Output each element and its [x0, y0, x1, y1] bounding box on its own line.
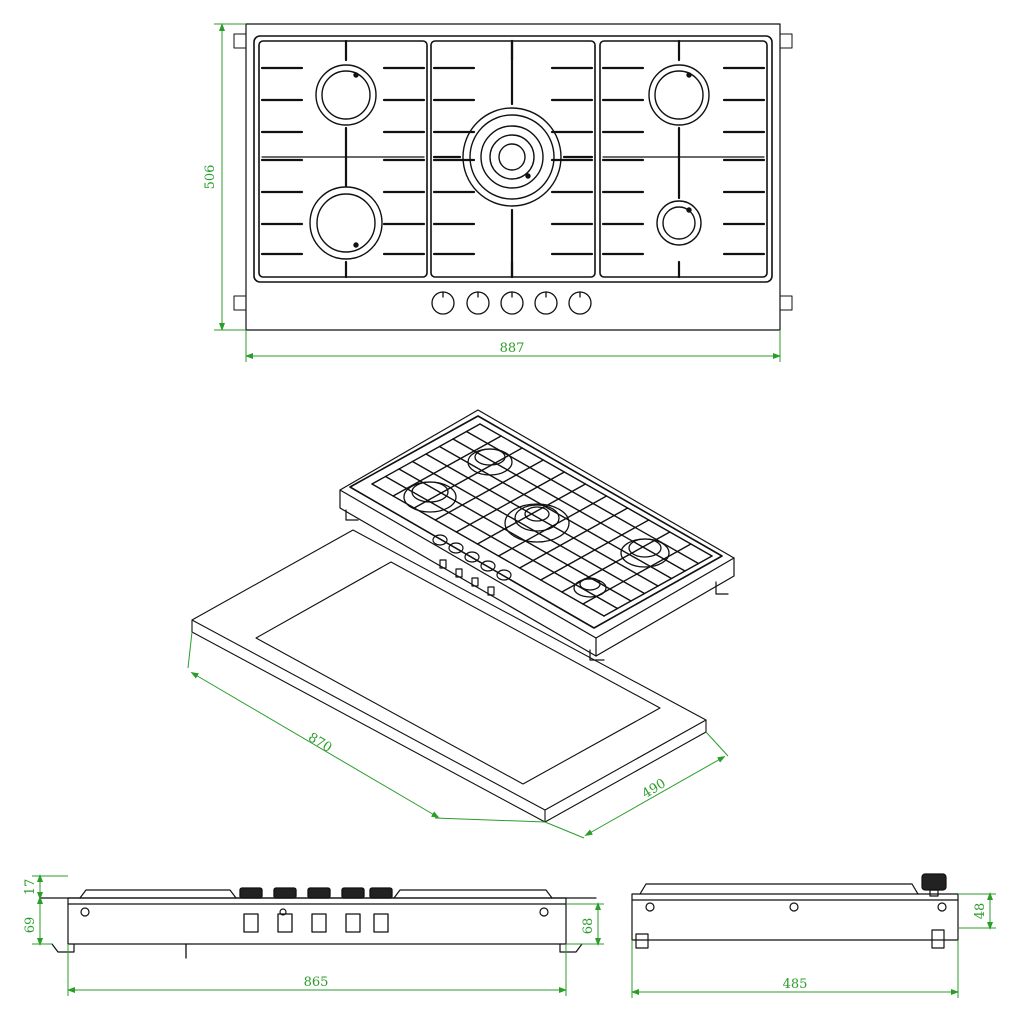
- label-width-887: 887: [500, 341, 525, 356]
- isometric-view: 870 490: [187, 409, 735, 839]
- dimension-cutout-depth: 490: [544, 731, 729, 839]
- side-body: [631, 873, 959, 949]
- iso-grate-bar: [540, 519, 650, 581]
- burner-front-right: [656, 200, 702, 246]
- iso-grate-bar: [452, 438, 686, 572]
- label-cutout-490: 490: [640, 776, 669, 802]
- grate-bars: [260, 39, 766, 279]
- label-front-69: 69: [23, 917, 38, 934]
- iso-grate-bar: [371, 483, 605, 617]
- iso-grate-bar: [384, 475, 619, 610]
- dimension-front-width: 865: [67, 944, 567, 996]
- iso-grate-bar: [413, 447, 523, 509]
- burner-front-left: [309, 186, 383, 260]
- dimension-side-depth: 485: [631, 940, 959, 998]
- control-knobs: [431, 291, 592, 315]
- label-depth-506: 506: [203, 165, 218, 190]
- dimension-front-top: 17: [23, 874, 68, 900]
- iso-grate-bar: [476, 483, 587, 545]
- mounting-clips: [233, 33, 793, 311]
- iso-clips: [345, 509, 729, 661]
- label-cutout-870: 870: [305, 730, 334, 756]
- label-side-485: 485: [783, 977, 808, 992]
- dimension-front-inner: 68: [566, 902, 604, 946]
- iso-grate-bar: [518, 507, 629, 569]
- front-body: [39, 889, 597, 953]
- burner-center-wok: [462, 107, 562, 207]
- iso-knobs: [432, 534, 512, 596]
- iso-grate-bar: [479, 423, 713, 557]
- top-view: 506 887: [203, 23, 793, 362]
- iso-grate-bar: [371, 423, 481, 485]
- label-front-17: 17: [23, 879, 38, 896]
- front-knobs: [185, 887, 393, 959]
- dimension-depth: 506: [203, 23, 246, 331]
- iso-burners: [403, 448, 670, 598]
- iso-grate-bar: [603, 555, 713, 617]
- label-front-68: 68: [581, 918, 596, 935]
- cutout-frame: [191, 529, 707, 823]
- iso-grate-bar: [438, 445, 673, 580]
- label-side-48: 48: [973, 903, 988, 920]
- iso-grate-bar: [434, 459, 544, 521]
- iso-grate-bar: [497, 495, 608, 557]
- iso-grate-lines: [371, 423, 713, 617]
- dimension-side-height: 48: [958, 892, 996, 930]
- burner-rear-left: [315, 64, 377, 126]
- iso-grate-bar: [455, 471, 566, 533]
- label-front-865: 865: [304, 975, 329, 990]
- burner-rear-right: [648, 64, 710, 126]
- side-view: 48 485: [631, 873, 996, 998]
- iso-grate-bar: [411, 460, 646, 595]
- front-view: 17 69 68 865: [23, 874, 604, 996]
- dimension-front-body: 69: [23, 896, 52, 946]
- dimension-width: 887: [245, 330, 781, 362]
